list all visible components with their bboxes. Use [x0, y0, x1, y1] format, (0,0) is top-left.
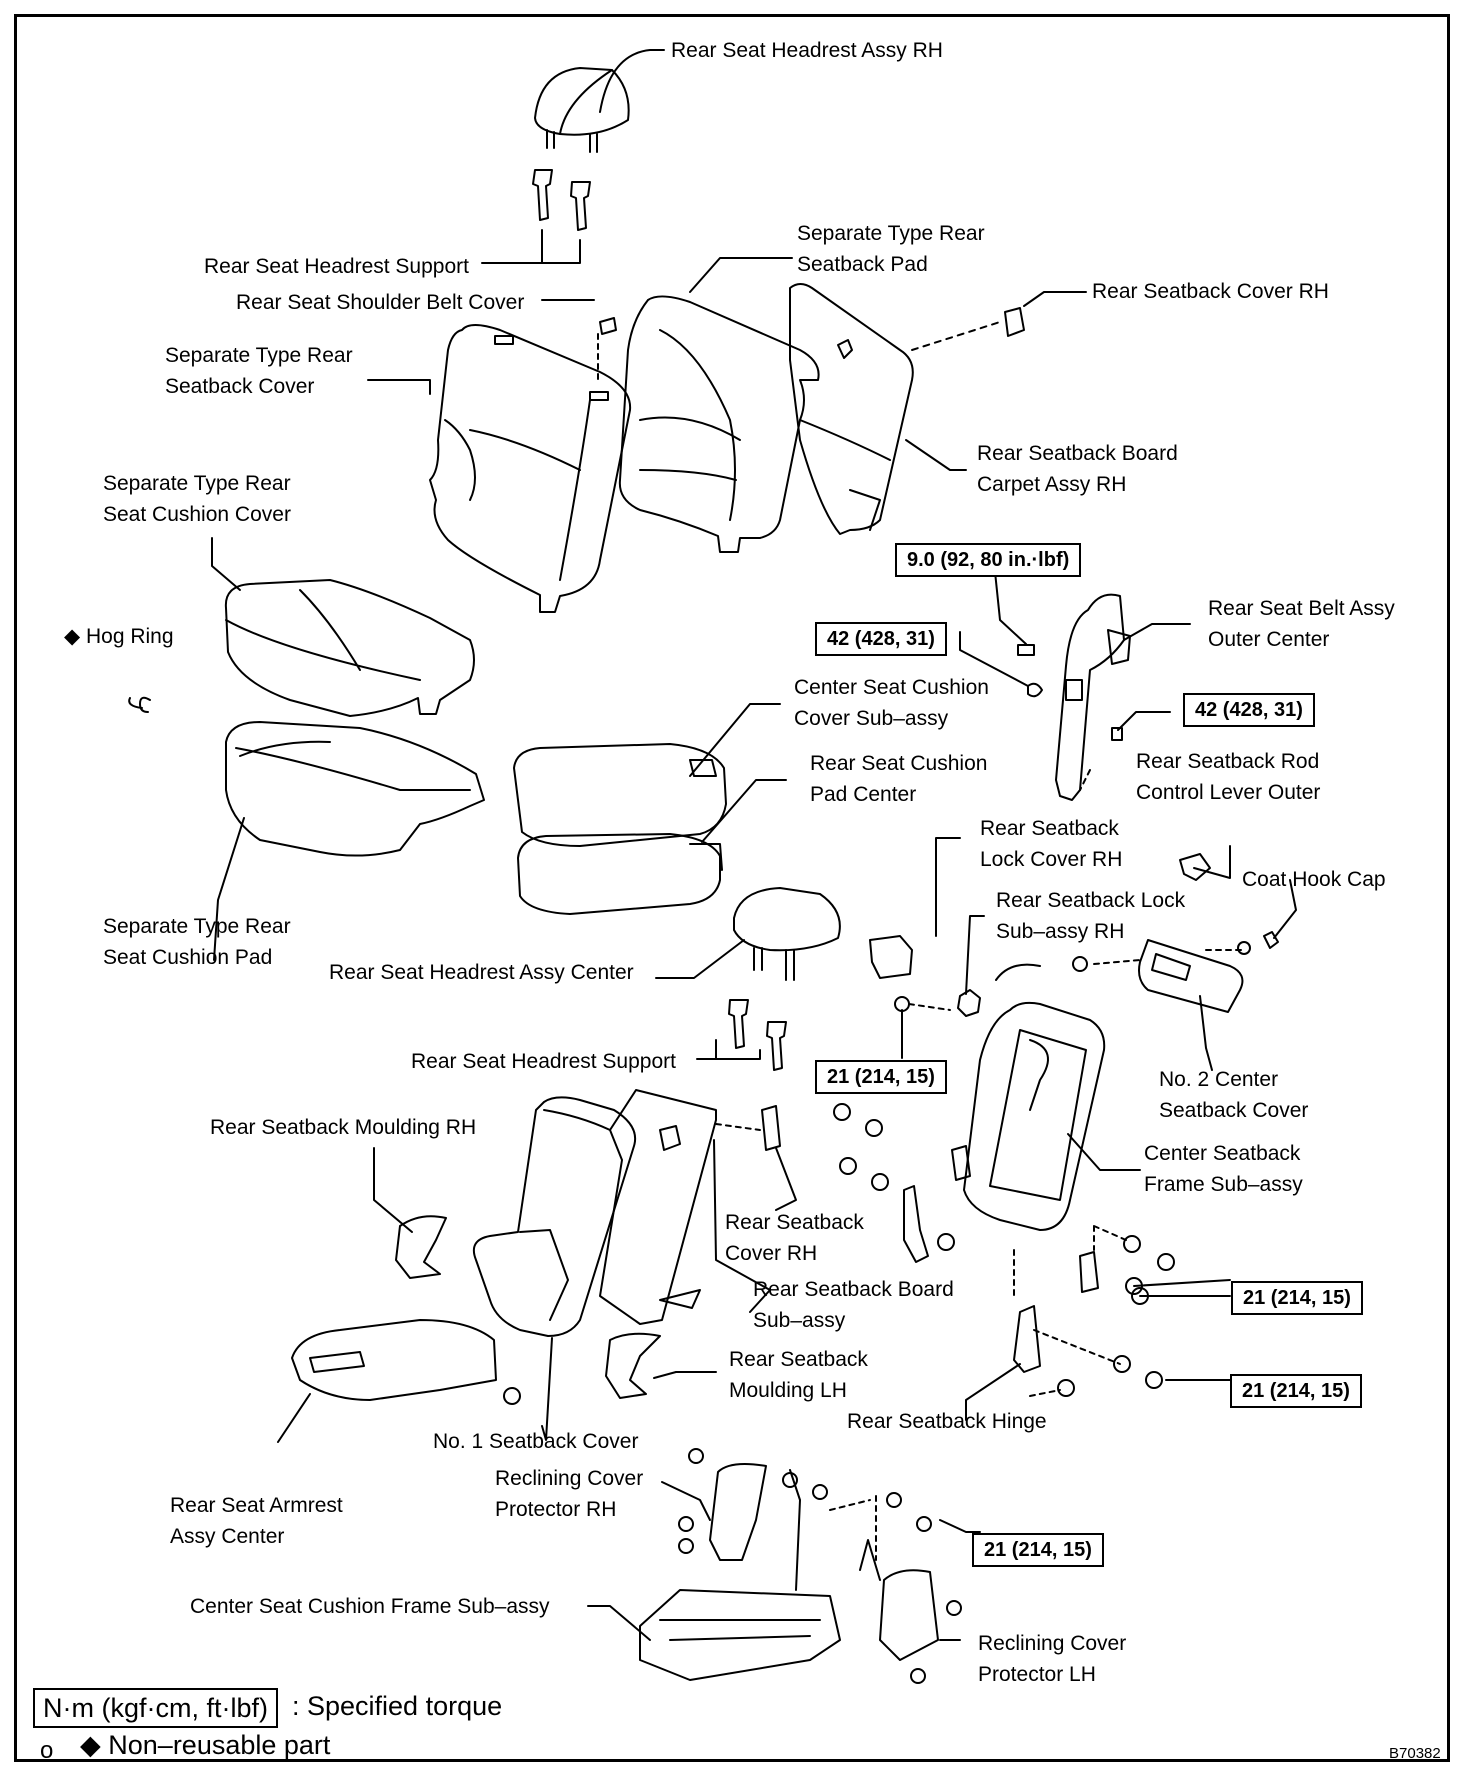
cushion-pad-part	[225, 721, 485, 857]
moulding-rh-part	[395, 1215, 447, 1279]
label-no2-center-cover: No. 2 Center Seatback Cover	[1159, 1068, 1309, 1122]
leader-lines	[211, 49, 1297, 1641]
label-belt-outer-center: Rear Seat Belt Assy Outer Center	[1208, 597, 1395, 651]
label-seatback-cover-rh-top: Rear Seatback Cover RH	[1092, 280, 1329, 303]
seatback-cover-rh-clip	[1004, 307, 1025, 337]
label-headrest-center: Rear Seat Headrest Assy Center	[329, 961, 634, 984]
armrest-part	[291, 1319, 497, 1401]
bolt-42	[1111, 727, 1123, 741]
torque-box-21-c: 21 (214, 15)	[1230, 1374, 1362, 1408]
cushion-frame-part	[639, 1469, 881, 1681]
label-separate-seatback-cover: Separate Type Rear Seatback Cover	[165, 344, 353, 398]
board-sub-part	[599, 1089, 717, 1325]
label-shoulder-belt-cover: Rear Seat Shoulder Belt Cover	[236, 291, 525, 314]
label-board-sub: Rear Seatback Board Sub–assy	[753, 1278, 954, 1332]
hinge-part	[1013, 1305, 1041, 1373]
label-cushion-frame: Center Seat Cushion Frame Sub–assy	[190, 1595, 550, 1618]
label-lock-sub-rh: Rear Seatback Lock Sub–assy RH	[996, 889, 1186, 943]
label-rod-control-lever: Rear Seatback Rod Control Lever Outer	[1136, 750, 1321, 804]
torque-box-21-a: 21 (214, 15)	[815, 1060, 947, 1094]
label-headrest-support-lower: Rear Seat Headrest Support	[411, 1050, 676, 1073]
label-headrest-support-upper: Rear Seat Headrest Support	[204, 255, 469, 278]
seat-belt-outer-center-part	[1055, 593, 1131, 801]
lock-sub-part	[957, 963, 1041, 1017]
separate-seatback-cover-part	[429, 324, 632, 613]
headrest-center-part	[733, 887, 841, 981]
label-moulding-lh: Rear Seatback Moulding LH	[729, 1348, 868, 1402]
separate-seatback-pad-part	[618, 295, 820, 553]
headrest-support-upper-part	[532, 169, 591, 231]
label-coat-hook-cap: Coat Hook Cap	[1242, 868, 1386, 891]
label-center-cushion-cover: Center Seat Cushion Cover Sub–assy	[794, 676, 989, 730]
label-reclining-lh: Reclining Cover Protector LH	[978, 1632, 1127, 1686]
headrest-rh-part	[534, 67, 630, 153]
bolt-9	[1017, 644, 1035, 656]
corner-mark: o	[40, 1737, 54, 1764]
rod-control-lever-part	[1179, 853, 1211, 881]
label-hinge: Rear Seatback Hinge	[847, 1410, 1047, 1433]
label-no1-cover: No. 1 Seatback Cover	[433, 1430, 639, 1453]
label-lock-cover-rh: Rear Seatback Lock Cover RH	[980, 817, 1123, 871]
label-board-carpet: Rear Seatback Board Carpet Assy RH	[977, 442, 1178, 496]
torque-box-42-right: 42 (428, 31)	[1183, 693, 1315, 727]
headrest-support-lower-part	[728, 999, 787, 1071]
reclining-lh-part	[879, 1569, 939, 1661]
center-frame-part	[951, 1001, 1106, 1231]
torque-box-21-d: 21 (214, 15)	[972, 1533, 1104, 1567]
reclining-rh-part	[709, 1463, 767, 1561]
center-cushion-cover-part	[513, 743, 727, 847]
center-cushion-pad-part	[517, 833, 723, 915]
bracket-part	[903, 1185, 929, 1263]
cushion-cover-part	[224, 579, 475, 717]
moulding-lh-part	[605, 1332, 661, 1399]
lock-cover-rh-part	[869, 935, 913, 979]
label-cushion-pad: Separate Type Rear Seat Cushion Pad	[103, 915, 291, 969]
legend-nonreusable: ◆ Non–reusable part	[80, 1730, 331, 1760]
figure-code: B70382	[1389, 1745, 1441, 1762]
no2-center-cover-part	[1138, 939, 1244, 1013]
label-armrest: Rear Seat Armrest Assy Center	[170, 1494, 343, 1548]
legend-torque-box: N·m (kgf·cm, ft·lbf)	[33, 1688, 278, 1728]
torque-box-9: 9.0 (92, 80 in.·lbf)	[895, 543, 1082, 577]
nut-42	[1027, 682, 1043, 698]
label-cushion-cover: Separate Type Rear Seat Cushion Cover	[103, 472, 291, 526]
no1-seatback-cover-part	[472, 1096, 636, 1337]
shoulder-belt-cover-part	[599, 317, 617, 335]
board-carpet-part	[789, 283, 914, 535]
torque-box-21-b: 21 (214, 15)	[1231, 1281, 1363, 1315]
lock-bracket-part	[1079, 1251, 1099, 1293]
label-separate-seatback-pad: Separate Type Rear Seatback Pad	[797, 222, 985, 276]
diagram-frame	[14, 14, 1450, 1762]
label-seatback-cover-rh-mid: Rear Seatback Cover RH	[725, 1211, 864, 1265]
label-hog-ring: ◆ Hog Ring	[64, 625, 174, 648]
legend-torque-text: : Specified torque	[292, 1691, 503, 1721]
label-moulding-rh: Rear Seatback Moulding RH	[210, 1116, 477, 1139]
label-center-cushion-pad: Rear Seat Cushion Pad Center	[810, 752, 988, 806]
seatback-cover-rh-mid-clip	[761, 1105, 781, 1151]
coat-hook-cap-part	[1263, 931, 1279, 949]
torque-box-42-left: 42 (428, 31)	[815, 622, 947, 656]
label-reclining-rh: Reclining Cover Protector RH	[495, 1467, 644, 1521]
label-center-frame: Center Seatback Frame Sub–assy	[1144, 1142, 1303, 1196]
label-headrest-rh: Rear Seat Headrest Assy RH	[671, 39, 943, 62]
